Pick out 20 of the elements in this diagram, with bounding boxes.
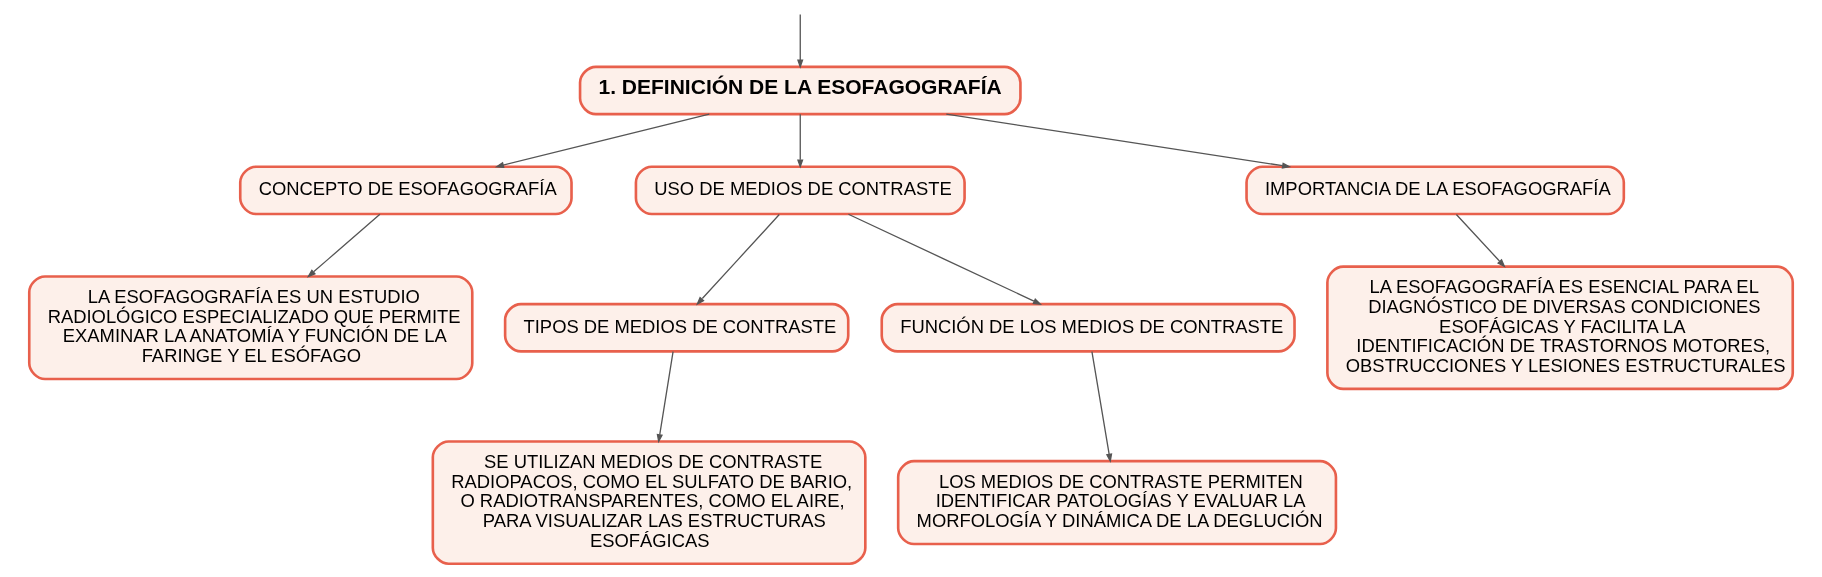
arrow — [306, 213, 381, 278]
node-box: FUNCIÓN DE LOS MEDIOS DE CONTRASTE — [880, 302, 1296, 353]
arrow — [797, 113, 804, 169]
node-box: CONCEPTO DE ESOFAGOGRAFÍA — [238, 165, 573, 216]
node-box: IMPORTANCIA DE LA ESOFAGOGRAFÍA — [1245, 165, 1626, 216]
node-box: 1. DEFINICIÓN DE LA ESOFAGOGRAFÍA — [578, 65, 1022, 116]
node-box: LA ESOFAGOGRAFÍA ES ESENCIAL PARA EL DIAGNÓSTICO DE DIVERSAS CONDICIONES ESOFÁGICAS Y FACILITA LA IDENTIFICACIÓN DE TRASTORNOS MOTORES, OBSTRUCCIONES Y LESIONES ESTRUCTURALES — [1326, 265, 1795, 391]
arrow — [945, 113, 1292, 169]
arrow — [797, 13, 804, 69]
node-box: TIPOS DE MEDIOS DE CONTRASTE — [503, 302, 850, 353]
arrow — [656, 350, 674, 444]
arrow — [1455, 213, 1506, 268]
arrow — [1091, 350, 1113, 463]
node-box: SE UTILIZAN MEDIOS DE CONTRASTE RADIOPACOS, COMO EL SULFATO DE BARIO, O RADIOTRANSPARENTES, COMO EL AIRE, PARA VISUALIZAR LAS ESTRUCTURAS ESOFÁGICAS — [431, 440, 867, 566]
node-box: LOS MEDIOS DE CONTRASTE PERMITEN IDENTIFICAR PATOLOGÍAS Y EVALUAR LA MORFOLOGÍA Y DINÁMICA DE LA DEGLUCIÓN — [896, 459, 1338, 546]
node-box: USO DE MEDIOS DE CONTRASTE — [634, 165, 966, 216]
arrow — [847, 213, 1043, 305]
arrow — [696, 213, 780, 306]
arrow — [494, 113, 710, 169]
node-box: LA ESOFAGOGRAFÍA ES UN ESTUDIO RADIOLÓGICO ESPECIALIZADO QUE PERMITE EXAMINAR LA ANATOMÍA Y FUNCIÓN DE LA FARINGE Y EL ESÓFAGO — [27, 275, 474, 381]
